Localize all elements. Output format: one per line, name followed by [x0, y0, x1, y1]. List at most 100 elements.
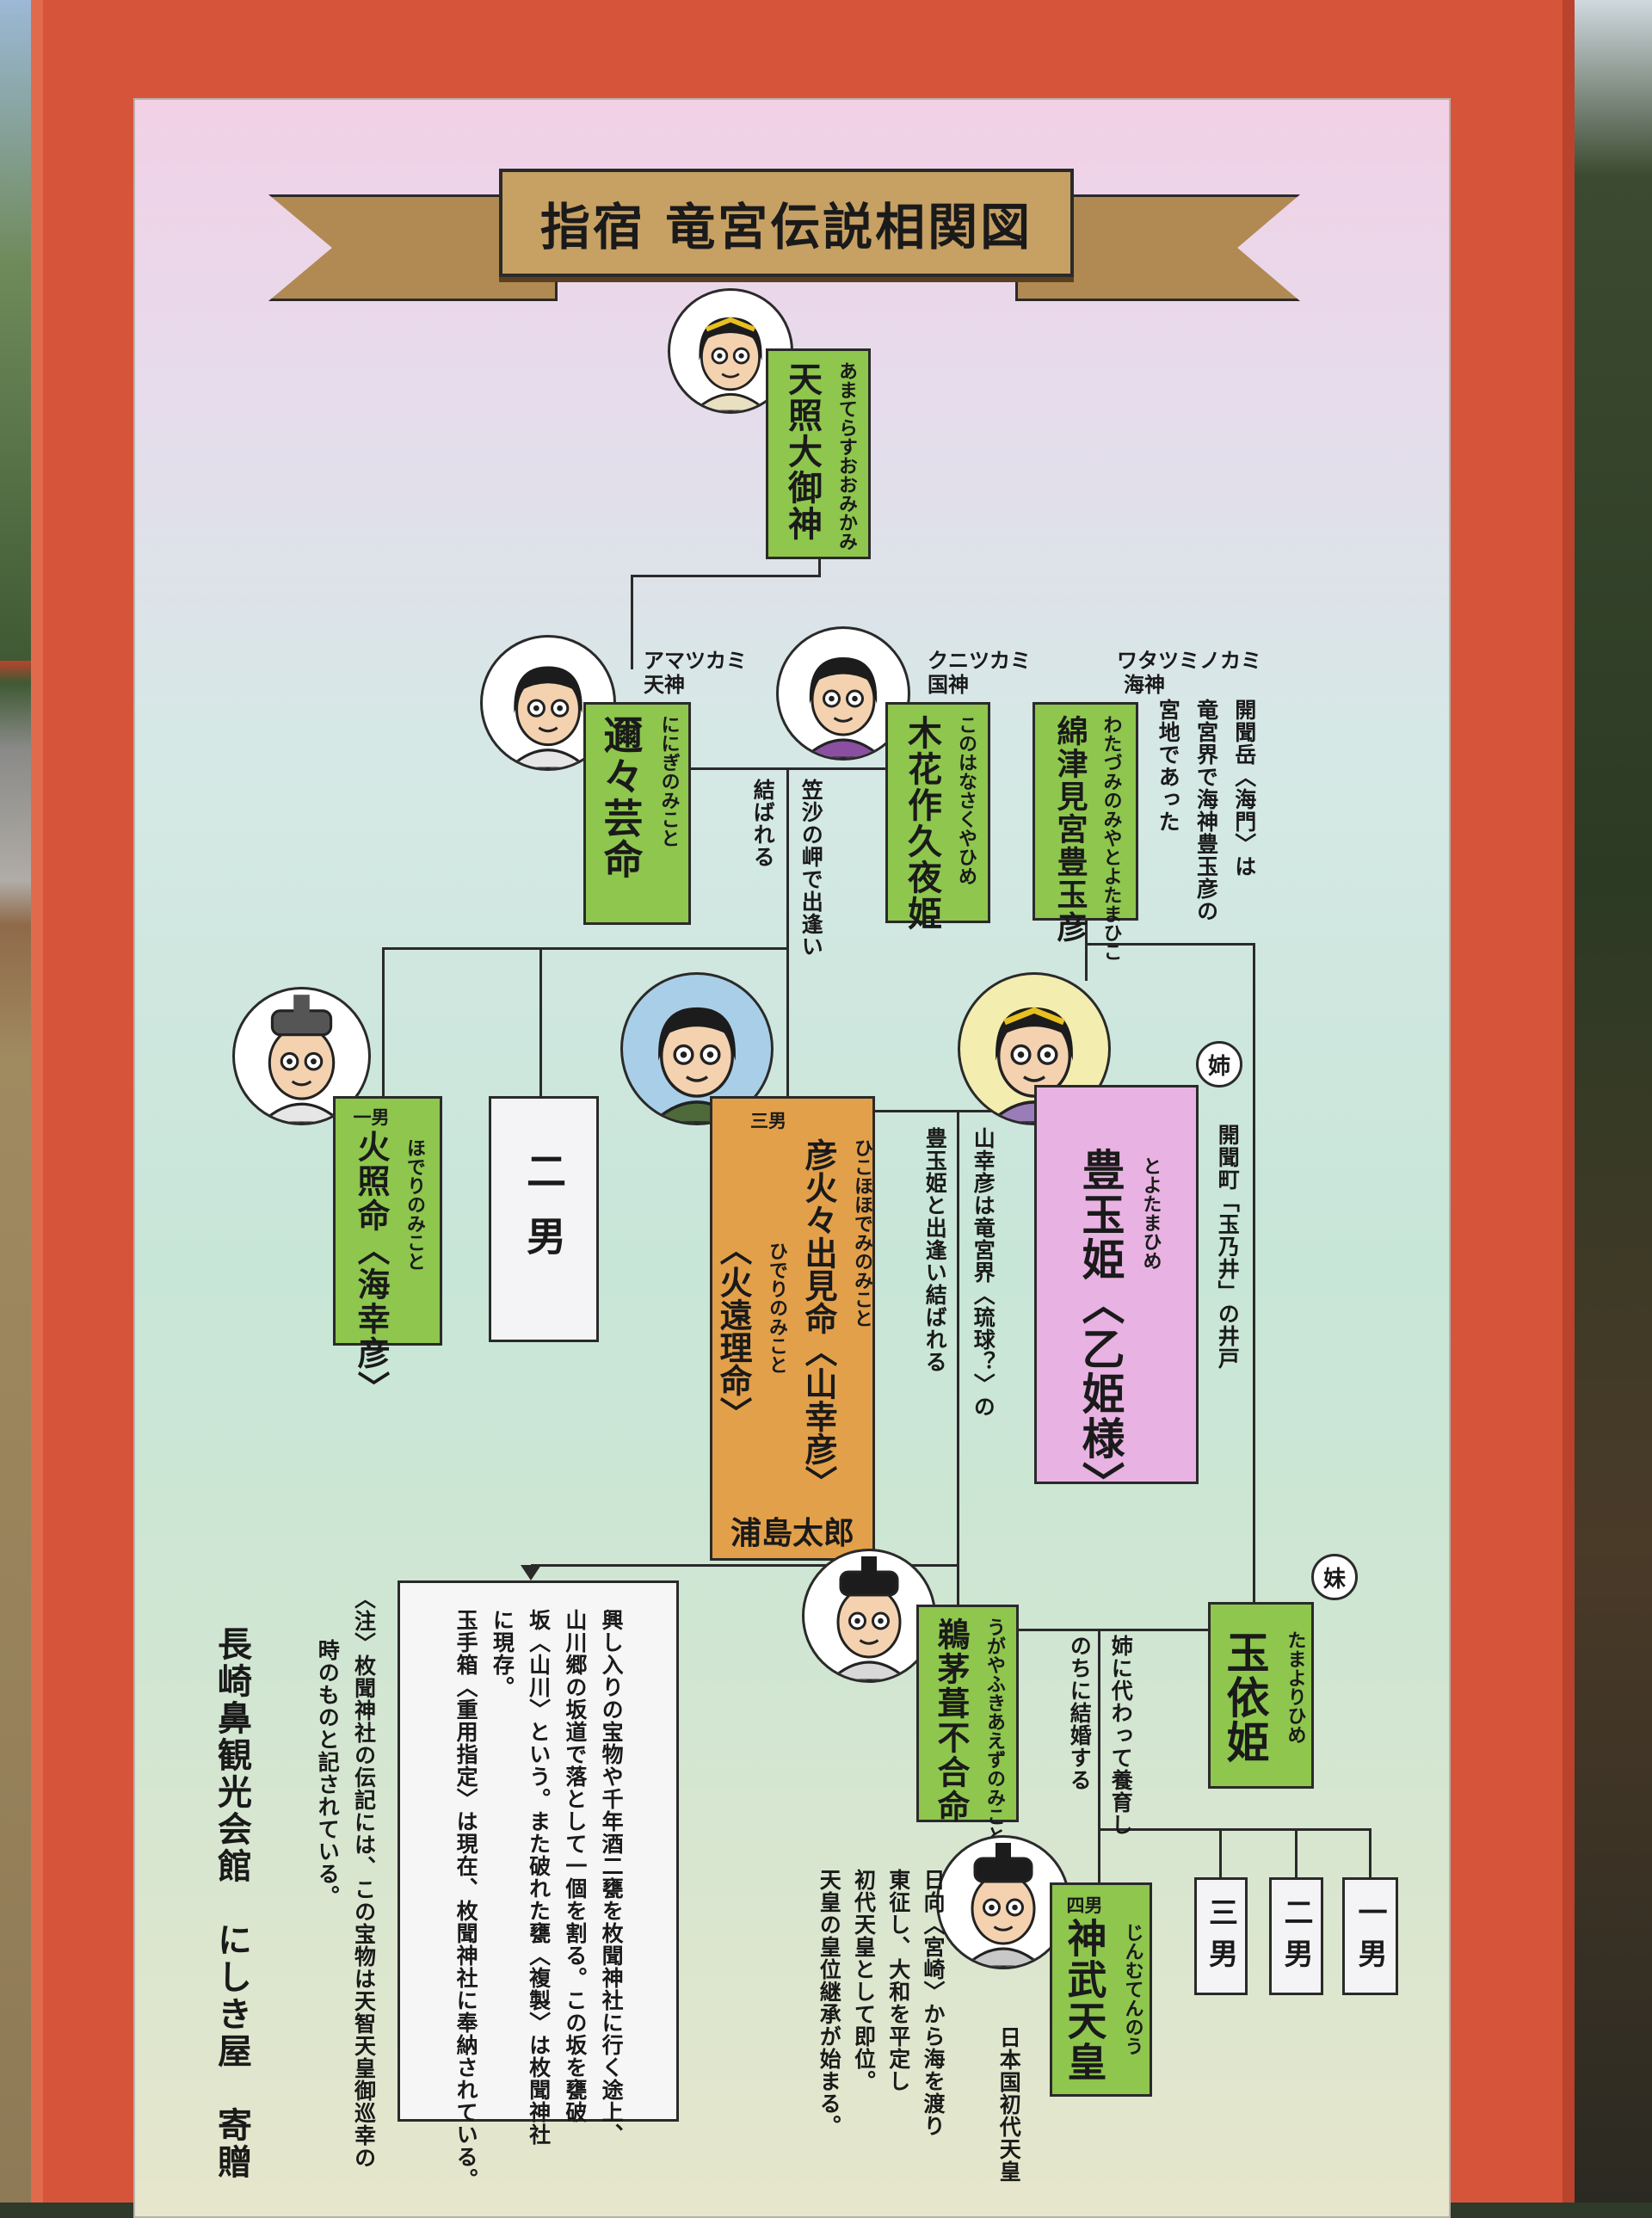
- reading: じんむてんのう: [1121, 1923, 1143, 2055]
- note-tamanoi: 開聞町「玉乃井」の井戸: [1215, 1124, 1241, 1370]
- ugaya-face-icon: [828, 1556, 910, 1680]
- konohana-portrait: [776, 626, 910, 761]
- connector: [1253, 943, 1255, 1602]
- sponsor-credit: 長崎鼻観光会館 にしき屋 寄贈: [212, 1626, 251, 2181]
- note-kaimondake: 開聞岳〈海門〉は 竜宮界で海神豊玉彦の 宮地であった: [1152, 699, 1260, 922]
- connector: [957, 1110, 959, 1605]
- note-musubareru: 結ばれる: [750, 779, 776, 868]
- son-box-second: 二男: [1269, 1877, 1323, 1995]
- birth-order: 四男: [1066, 1895, 1103, 1916]
- birth-order: 一男: [353, 1107, 390, 1128]
- reading: ひでりのみこと: [766, 1241, 787, 1374]
- person-name: 豊玉姫〈乙姫様〉: [1075, 1148, 1125, 1506]
- group-label-kunitsukami: クニツカミ国神: [928, 649, 1031, 697]
- connector: [1219, 1828, 1222, 1877]
- note-yoiku: のちに結婚する: [1067, 1635, 1093, 1791]
- son-box-first: 一男: [1342, 1877, 1398, 1995]
- note-deai: 豊玉姫と出逢い結ばれる: [922, 1127, 948, 1373]
- connector: [539, 947, 542, 1096]
- person-name: 二男: [521, 1150, 567, 1281]
- connector: [1085, 943, 1255, 946]
- person-name: 神武天皇: [1061, 1918, 1108, 2083]
- connector: [631, 575, 633, 669]
- connector: [818, 559, 821, 576]
- person-box-tamayori: たまよりひめ 玉依姫: [1208, 1602, 1314, 1789]
- younger-sister-badge: 妹: [1311, 1554, 1358, 1600]
- hoderi-face-icon: [259, 995, 344, 1123]
- footnote-line: 〈注〉枚聞神社の伝記には、この宝物は天智天皇御巡幸の: [351, 1587, 377, 2169]
- connector: [1098, 1629, 1100, 1882]
- children-line: [382, 947, 789, 950]
- person-box-hoderi: ほでりのみこと 一男 火照命〈海幸彦〉: [333, 1096, 442, 1405]
- group-label-watatsumi: ワタツミノカミ海神: [1117, 649, 1261, 697]
- page-title: 指宿 竜宮伝説相関図: [499, 169, 1074, 277]
- person-name: 彦火々出見命〈山幸彦〉: [799, 1138, 837, 1498]
- note-line: 宮地であった: [1156, 699, 1181, 833]
- connector: [786, 767, 789, 1096]
- person-box-watatsumi: わたづみのみや とよたまひこ 綿津見宮豊玉彦: [1032, 702, 1138, 961]
- info-line: 山川郷の坂道で落として一個を割る。この坂を甕破: [562, 1609, 588, 2123]
- reading: たまよりひめ: [1284, 1630, 1306, 1744]
- person-box-ugaya: うがやふきあえずのみこと 鵜茅葺不合命: [916, 1605, 1019, 1845]
- person-name: 綿津見宮豊玉彦: [1051, 715, 1088, 944]
- elder-sister-badge: 姉: [1196, 1041, 1242, 1087]
- note-line: 東征し、大和を平定し: [885, 1869, 911, 2092]
- name-columns: ひこほほでみのみこと 彦火々出見命〈山幸彦〉 ひでりのみこと 〈火遠理命〉: [710, 1138, 875, 1498]
- footnote-line: 時のものと記されている。: [315, 1639, 341, 1907]
- person-box-toyotama: とよたまひめ 豊玉姫〈乙姫様〉: [1034, 1085, 1199, 1506]
- reading: ひこほほでみのみこと: [851, 1138, 872, 1328]
- jimmu-face-icon: [962, 1843, 1045, 1967]
- alt-name: 〈火遠理命〉: [714, 1233, 752, 1429]
- person-box-amaterasu: あまてらすおおみかみ 天照大御神: [766, 348, 871, 559]
- son-label: 二男: [1279, 1897, 1313, 1980]
- also-known-as: 浦島太郎: [730, 1516, 854, 1551]
- connector: [1295, 1828, 1298, 1877]
- note-line: 竜宮界で海神豊玉彦の: [1193, 699, 1219, 922]
- note-line: 日向〈宮崎〉から海を渡り: [921, 1869, 946, 2137]
- note-yoiku: 姉に代わって養育し: [1108, 1635, 1134, 1836]
- person-box-hikohohodemi: 三男 ひこほほでみのみこと 彦火々出見命〈山幸彦〉 ひでりのみこと 〈火遠理命〉…: [710, 1096, 875, 1561]
- info-line: に現存。: [490, 1609, 515, 1698]
- marriage-line: [1019, 1629, 1208, 1631]
- info-box-treasure: 興し入りの宝物や千年酒二甕を枚聞神社に行く途上、 山川郷の坂道で落として一個を割…: [398, 1580, 679, 2190]
- note-ryugu: 山幸彦は竜宮界〈琉球？〉の: [971, 1127, 996, 1418]
- jimmu-caption: 日本国初代天皇: [996, 2026, 1022, 2183]
- info-line: 坂〈山川〉という。また破れた甕〈複製〉は枚聞神社: [526, 1609, 552, 2146]
- info-line: 玉手箱〈重用指定〉は現在、枚聞神社に奉納されている。: [453, 1609, 479, 2190]
- person-name: 邇々芸命: [597, 715, 644, 880]
- reading: とよたまひめ: [1139, 1156, 1162, 1270]
- connector: [631, 575, 821, 577]
- person-name: 鵜茅葺不合命: [932, 1617, 970, 1824]
- reading: うがやふきあえずのみこと: [983, 1617, 1005, 1845]
- person-box-jimmu: じんむてんのう 四男 神武天皇: [1050, 1882, 1152, 2097]
- reading: このはなさくやひめ: [955, 715, 977, 885]
- konohana-face-icon: [802, 657, 885, 758]
- person-name: 玉依姫: [1219, 1630, 1270, 1765]
- reading: ににぎのみこと: [657, 715, 680, 847]
- reading: わたづみのみや: [1100, 715, 1122, 847]
- arrow-down-icon: [521, 1565, 541, 1580]
- note-line: 開聞岳〈海門〉は: [1231, 699, 1257, 878]
- person-name: 天照大御神: [782, 361, 822, 542]
- footnote: 〈注〉枚聞神社の伝記には、この宝物は天智天皇御巡幸の 時のものと記されている。: [311, 1587, 379, 2169]
- group-label-amatsukami: アマツカミ天神: [644, 649, 747, 697]
- son-label: 三男: [1203, 1897, 1238, 1980]
- reading: あまてらすおおみかみ: [835, 361, 857, 551]
- person-box-second-son: 二男: [489, 1096, 599, 1342]
- ugaya-portrait: [802, 1549, 936, 1683]
- connector: [531, 1564, 959, 1567]
- reading: ほでりのみこと: [404, 1138, 425, 1271]
- birth-order: 三男: [750, 1111, 786, 1131]
- note-kasasa: 笠沙の岬で出逢い: [798, 779, 824, 958]
- person-name: 木花作久夜姫: [902, 715, 941, 932]
- note-line: 初代天皇として即位。: [851, 1869, 877, 2092]
- connector: [1369, 1828, 1372, 1877]
- person-box-konohanasakuya: このはなさくやひめ 木花作久夜姫: [885, 702, 990, 932]
- marriage-line: [875, 1110, 1035, 1112]
- note-jimmu: 日向〈宮崎〉から海を渡り 東征し、大和を平定し 初代天皇として即位。 天皇の皇位…: [813, 1869, 948, 2137]
- person-box-ninigi: ににぎのみこと 邇々芸命: [583, 702, 691, 925]
- son-box-third: 三男: [1194, 1877, 1248, 1995]
- children-line: [1098, 1828, 1372, 1831]
- connector: [1085, 921, 1088, 981]
- note-line: 天皇の皇位継承が始まる。: [817, 1869, 842, 2137]
